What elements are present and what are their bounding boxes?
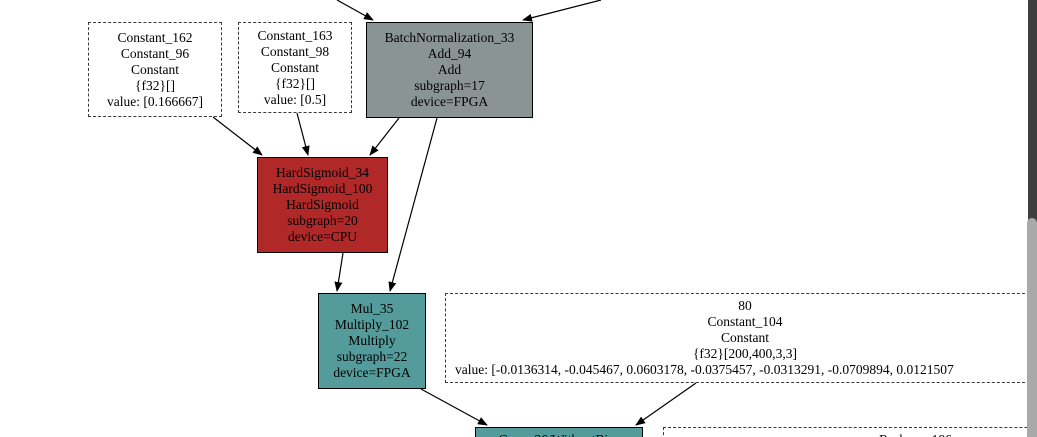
node-line: subgraph=17 xyxy=(414,78,485,93)
node-line: Add xyxy=(437,62,462,77)
node-line: {f32}[] xyxy=(275,75,315,91)
edge-offscreen-to-batchnorm-left xyxy=(336,0,374,21)
node-batchnormalization-33[interactable]: BatchNormalization_33 Add_94 Add subgrap… xyxy=(366,22,533,118)
edge-mul-to-conv xyxy=(420,388,488,426)
node-line: 80 xyxy=(738,298,752,313)
node-line: Constant_104 xyxy=(707,314,783,329)
node-line: BatchNormalization_33 xyxy=(384,30,515,45)
edge-batchnorm-to-mul xyxy=(388,117,438,292)
node-conv-36[interactable]: Conv_36/WithoutBias xyxy=(475,427,643,437)
node-line: subgraph=22 xyxy=(336,349,408,364)
node-line: Mul_35 xyxy=(350,301,394,316)
node-line: Constant_98 xyxy=(260,43,330,59)
edge-offscreen-to-batchnorm-right xyxy=(522,0,602,22)
edge-hardsigmoid-to-mul xyxy=(334,252,344,292)
node-line: device=CPU xyxy=(287,229,358,244)
node-line: value: [0.5] xyxy=(263,91,327,107)
node-line: Constant xyxy=(270,59,319,75)
node-line: Constant_163 xyxy=(257,27,333,43)
edge-batchnorm-to-hardsigmoid xyxy=(369,117,400,156)
node-line: HardSigmoid_34 xyxy=(276,165,369,180)
node-line: HardSigmoid_100 xyxy=(272,181,373,196)
node-line: {f32}[] xyxy=(135,77,175,93)
node-line: HardSigmoid xyxy=(286,197,359,212)
node-line: subgraph=20 xyxy=(287,213,358,228)
node-value-line: value: [-0.0136314, -0.045467, 0.0603178… xyxy=(455,362,954,377)
node-line: Constant xyxy=(720,330,769,345)
node-line: Constant_162 xyxy=(117,29,193,45)
edge-constant163-to-hardsigmoid xyxy=(296,112,310,156)
node-constant-104[interactable]: 80 Constant_104 Constant {f32}[200,400,3… xyxy=(445,293,1037,383)
node-line: Multiply_102 xyxy=(334,317,410,332)
node-hardsigmoid-34[interactable]: HardSigmoid_34 HardSigmoid_100 HardSigmo… xyxy=(257,157,388,253)
node-constant-163[interactable]: Constant_163 Constant_98 Constant {f32}[… xyxy=(238,22,352,113)
node-mul-35[interactable]: Mul_35 Multiply_102 Multiply subgraph=22… xyxy=(318,293,426,389)
node-line: Constant_96 xyxy=(120,45,190,61)
node-reshape-186[interactable]: Reshape_186 xyxy=(663,427,1037,437)
node-line: device=FPGA xyxy=(410,94,489,109)
node-line: value: [0.166667] xyxy=(107,93,203,109)
node-line: Multiply xyxy=(348,333,396,348)
edge-constant104-to-conv xyxy=(635,382,697,426)
node-line: device=FPGA xyxy=(333,365,411,380)
node-constant-162[interactable]: Constant_162 Constant_96 Constant {f32}[… xyxy=(88,22,222,117)
node-line: Reshape_186 xyxy=(879,432,952,437)
node-line: {f32}[200,400,3,3] xyxy=(692,346,798,361)
node-line: Constant xyxy=(130,61,179,77)
node-line: Conv_36/WithoutBias xyxy=(499,432,620,437)
vertical-scrollbar-thumb[interactable] xyxy=(1027,218,1037,437)
node-line: Add_94 xyxy=(427,46,472,61)
edge-constant162-to-hardsigmoid xyxy=(212,116,263,156)
